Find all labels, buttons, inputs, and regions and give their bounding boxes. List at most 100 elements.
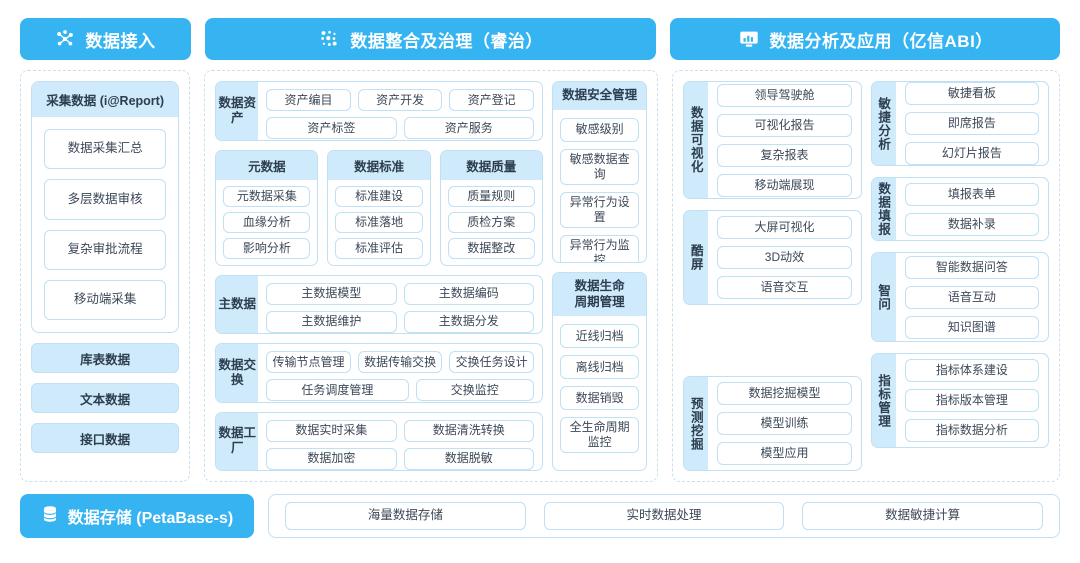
metric-item[interactable]: 指标体系建设	[904, 359, 1040, 382]
metric-item[interactable]: 指标数据分析	[904, 419, 1040, 442]
asset-item[interactable]: 资产标签	[266, 117, 397, 139]
asset-item[interactable]: 资产登记	[449, 89, 534, 111]
capture-item[interactable]: 移动端采集	[44, 279, 167, 320]
asset-item[interactable]: 资产开发	[357, 89, 443, 111]
group-body: 大屏可视化 3D动效 语音交互	[708, 211, 860, 304]
master-item[interactable]: 主数据分发	[403, 310, 534, 333]
mini-card-title: 元数据	[216, 150, 318, 180]
viz-item[interactable]: 领导驾驶舱	[717, 83, 852, 107]
group-body: 数据挖掘模型 模型训练 模型应用	[708, 377, 860, 470]
header-data-ingestion[interactable]: 数据接入	[20, 18, 191, 60]
card-title-line1: 数据生命	[574, 279, 625, 293]
factory-item[interactable]: 数据加密	[266, 447, 397, 470]
storage-item[interactable]: 实时数据处理	[543, 502, 785, 530]
agile-item[interactable]: 敏捷看板	[904, 82, 1040, 105]
storage-badge[interactable]: 数据存储 (PetaBase-s)	[20, 494, 254, 538]
governance-left-stack: 数据资产 资产编目 资产开发 资产登记 资产标签 资产服务	[215, 81, 543, 471]
card-title: 数据安全管理	[552, 82, 647, 110]
group-data-exchange: 数据交换 传输节点管理 数据传输交换 交换任务设计 任务调度管理 交换监控	[215, 343, 543, 403]
ask-item[interactable]: 知识图谱	[904, 315, 1040, 339]
mini-item[interactable]: 影响分析	[223, 237, 311, 259]
group-predictive-mining: 预测挖掘 数据挖掘模型 模型训练 模型应用	[683, 376, 862, 471]
header-data-governance[interactable]: 数据整合及治理（睿治）	[204, 18, 657, 60]
predict-item[interactable]: 数据挖掘模型	[717, 382, 852, 405]
security-item[interactable]: 异常行为监控	[559, 234, 640, 262]
mini-card-standard: 数据标准 标准建设 标准落地 标准评估	[327, 149, 431, 266]
exchange-item[interactable]: 交换任务设计	[449, 351, 534, 373]
mini-item[interactable]: 元数据采集	[223, 185, 311, 207]
lifecycle-item[interactable]: 数据销毁	[559, 386, 640, 411]
agile-item[interactable]: 即席报告	[904, 112, 1040, 135]
master-item[interactable]: 主数据模型	[266, 282, 397, 305]
exchange-item[interactable]: 交换监控	[415, 379, 534, 401]
capture-item[interactable]: 复杂审批流程	[44, 229, 167, 270]
group-body: 领导驾驶舱 可视化报告 复杂报表 移动端展现	[708, 82, 860, 198]
mini-card-body: 标准建设 标准落地 标准评估	[328, 180, 429, 265]
factory-item[interactable]: 数据实时采集	[266, 419, 397, 442]
storage-item[interactable]: 海量数据存储	[285, 502, 526, 530]
source-band-table[interactable]: 库表数据	[31, 343, 180, 373]
lifecycle-item[interactable]: 离线归档	[559, 355, 640, 380]
viz-item[interactable]: 可视化报告	[717, 113, 852, 137]
viz-item[interactable]: 移动端展现	[717, 173, 852, 197]
group-metric-management: 指标管理 指标体系建设 指标版本管理 指标数据分析	[870, 353, 1050, 448]
source-band-api[interactable]: 接口数据	[31, 423, 180, 453]
predict-item[interactable]: 模型训练	[717, 412, 852, 435]
mini-item[interactable]: 标准评估	[335, 237, 423, 259]
header-title: 数据整合及治理（睿治）	[350, 31, 543, 51]
ask-item[interactable]: 智能数据问答	[904, 255, 1040, 279]
asset-item[interactable]: 资产编目	[266, 89, 351, 111]
asset-item[interactable]: 资产服务	[403, 117, 534, 139]
card-data-lifecycle: 数据生命 周期管理 近线归档 离线归档 数据销毁 全生命周期监控	[551, 272, 648, 471]
group-agile-analysis: 敏捷分析 敏捷看板 即席报告 幻灯片报告	[870, 81, 1050, 166]
mini-item[interactable]: 数据整改	[447, 237, 535, 259]
exchange-item[interactable]: 传输节点管理	[266, 351, 351, 373]
master-item[interactable]: 主数据维护	[266, 310, 397, 333]
group-body: 资产编目 资产开发 资产登记 资产标签 资产服务	[258, 82, 542, 140]
cool-item[interactable]: 3D动效	[717, 246, 852, 269]
header-data-analysis[interactable]: 数据分析及应用（亿信ABI）	[670, 18, 1060, 60]
agile-item[interactable]: 幻灯片报告	[904, 142, 1040, 165]
exchange-item[interactable]: 任务调度管理	[266, 379, 409, 401]
factory-item[interactable]: 数据脱敏	[403, 447, 534, 470]
cool-item[interactable]: 语音交互	[717, 276, 852, 299]
card-body: 敏感级别 敏感数据查询 异常行为设置 异常行为监控	[553, 110, 646, 262]
mini-card-quality: 数据质量 质量规则 质检方案 数据整改	[439, 149, 543, 266]
mini-item[interactable]: 血缘分析	[223, 211, 311, 233]
mini-item[interactable]: 质检方案	[447, 211, 535, 233]
master-item[interactable]: 主数据编码	[403, 282, 534, 305]
fill-item[interactable]: 填报表单	[904, 182, 1040, 206]
viz-item[interactable]: 复杂报表	[717, 143, 852, 167]
layout-spacer	[683, 316, 861, 365]
security-item[interactable]: 敏感级别	[559, 117, 640, 142]
lifecycle-item[interactable]: 全生命周期监控	[559, 417, 640, 454]
header-bar-row: 数据接入 数据整合及治理（睿治）	[0, 0, 1080, 70]
factory-item[interactable]: 数据清洗转换	[403, 419, 534, 442]
exchange-item[interactable]: 数据传输交换	[357, 351, 443, 373]
group-master-data: 主数据 主数据模型 主数据编码 主数据维护 主数据分发	[215, 274, 543, 334]
lifecycle-item[interactable]: 近线归档	[559, 324, 640, 349]
capture-data-card: 采集数据 (i@Report) 数据采集汇总 多层数据审核 复杂审批流程 移动端…	[31, 81, 180, 333]
mini-card-title: 数据质量	[440, 150, 542, 180]
security-item[interactable]: 敏感数据查询	[559, 148, 640, 185]
mini-item[interactable]: 标准落地	[335, 211, 423, 233]
metric-item[interactable]: 指标版本管理	[904, 389, 1040, 412]
mini-card-body: 质量规则 质检方案 数据整改	[441, 180, 542, 265]
group-body: 填报表单 数据补录	[896, 178, 1048, 240]
header-title: 数据分析及应用（亿信ABI）	[769, 31, 993, 51]
mini-card-body: 元数据采集 血缘分析 影响分析	[216, 180, 317, 265]
predict-item[interactable]: 模型应用	[717, 442, 852, 465]
mini-item[interactable]: 标准建设	[335, 185, 423, 207]
source-band-text[interactable]: 文本数据	[31, 383, 180, 413]
mini-item[interactable]: 质量规则	[447, 185, 535, 207]
ask-item[interactable]: 语音互动	[904, 285, 1040, 309]
fill-item[interactable]: 数据补录	[904, 212, 1040, 236]
group-row: 传输节点管理 数据传输交换 交换任务设计	[266, 351, 534, 373]
capture-item[interactable]: 数据采集汇总	[44, 129, 167, 170]
storage-item[interactable]: 数据敏捷计算	[802, 502, 1044, 530]
mini-card-title: 数据标准	[328, 150, 430, 180]
cool-item[interactable]: 大屏可视化	[717, 216, 852, 239]
group-row: 数据实时采集 数据清洗转换	[266, 419, 534, 442]
security-item[interactable]: 异常行为设置	[559, 191, 640, 228]
capture-item[interactable]: 多层数据审核	[44, 179, 167, 220]
